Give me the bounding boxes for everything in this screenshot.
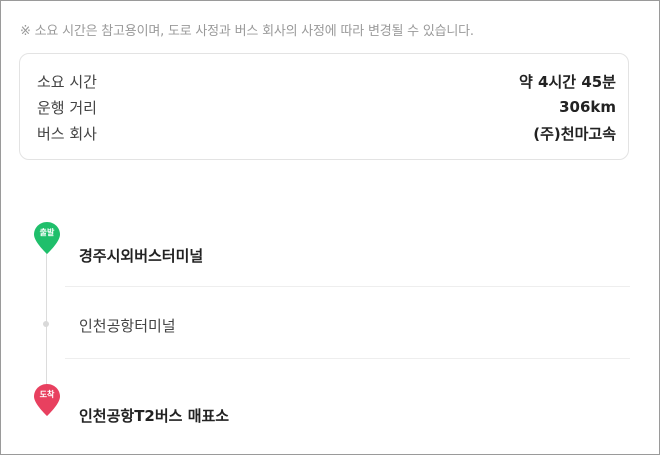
departure-stop-name: 경주시외버스터미널 <box>79 247 204 265</box>
info-row-company: 버스 회사 (주)천마고속 <box>37 122 616 144</box>
info-row-duration: 소요 시간 약 4시간 45분 <box>37 70 616 92</box>
notice-text: ※ 소요 시간은 참고용이며, 도로 사정과 버스 회사의 사정에 따라 변경될… <box>20 24 474 39</box>
trip-info-card: 소요 시간 약 4시간 45분 운행 거리 306km 버스 회사 (주)천마고… <box>19 53 629 160</box>
distance-label: 운행 거리 <box>37 98 97 117</box>
departure-badge: 출발 <box>39 228 55 237</box>
divider <box>65 286 630 287</box>
arrival-pin-icon: 도착 <box>34 384 60 416</box>
company-label: 버스 회사 <box>37 124 97 143</box>
waypoint-stop-name: 인천공항터미널 <box>79 317 176 335</box>
waypoint-dot <box>43 321 49 327</box>
info-row-distance: 운행 거리 306km <box>37 96 616 118</box>
departure-pin-icon: 출발 <box>34 222 60 254</box>
distance-value: 306km <box>559 98 616 116</box>
arrival-badge: 도착 <box>39 390 55 399</box>
company-value: (주)천마고속 <box>533 124 616 143</box>
duration-label: 소요 시간 <box>37 72 97 91</box>
divider <box>65 358 630 359</box>
arrival-stop-name: 인천공항T2버스 매표소 <box>79 407 230 425</box>
duration-value: 약 4시간 45분 <box>519 72 616 91</box>
route-line <box>46 252 47 386</box>
